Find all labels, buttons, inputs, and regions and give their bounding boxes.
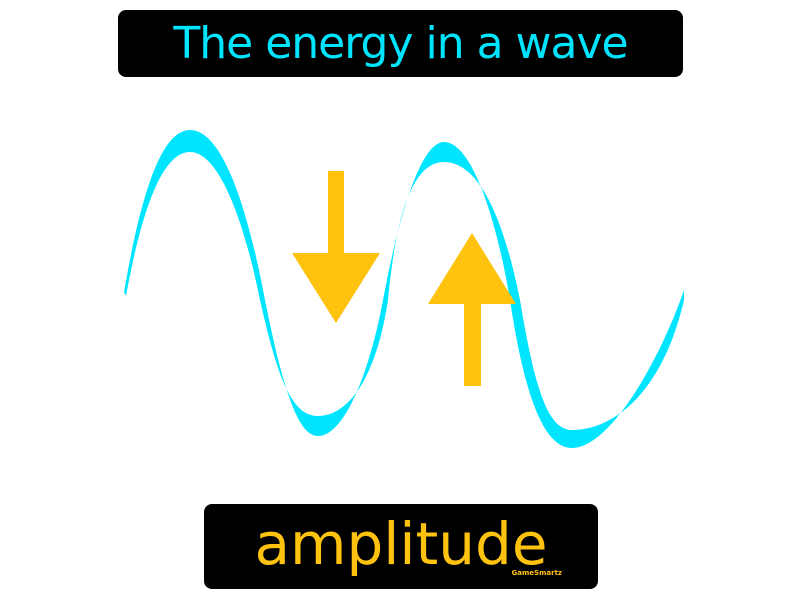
brand-watermark: GameSmartz [511,569,562,577]
arrow-down-icon [292,171,380,323]
sine-wave-icon [124,130,684,448]
term-text: amplitude [254,509,548,578]
term-banner: amplitude GameSmartz [204,504,598,589]
arrow-up-icon [428,233,516,386]
title-banner: The energy in a wave [118,10,683,77]
definition-text: The energy in a wave [173,17,628,69]
